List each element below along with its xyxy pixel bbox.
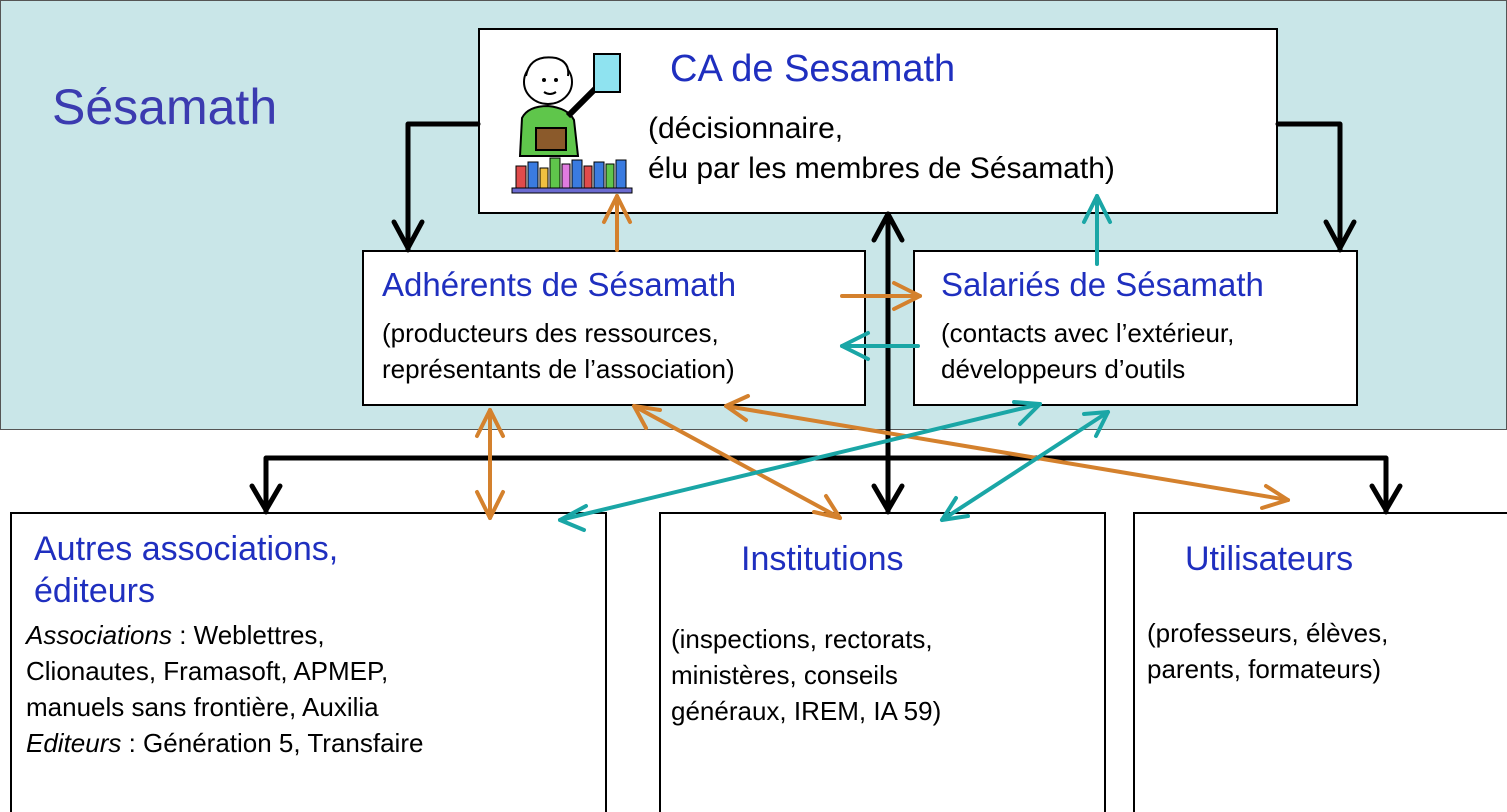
arrow-distribution-bar xyxy=(263,455,1389,515)
institutions-line2: ministères, conseils xyxy=(671,660,898,690)
adherents-line1: (producteurs des ressources, xyxy=(382,318,719,348)
edit-label: Editeurs xyxy=(26,728,122,758)
ca-line1: (décisionnaire, xyxy=(648,112,844,145)
autres-box: Autres associations, éditeurs Associatio… xyxy=(10,512,607,812)
institutions-line1: (inspections, rectorats, xyxy=(671,624,933,654)
salaries-title: Salariés de Sésamath xyxy=(941,266,1264,303)
ca-title: CA de Sesamath xyxy=(670,48,956,90)
arrowhead-utilisateurs xyxy=(1369,483,1403,513)
ca-box: CA de Sesamath (décisionnaire, élu par l… xyxy=(478,28,1278,214)
utilisateurs-line1: (professeurs, élèves, xyxy=(1147,618,1389,648)
utilisateurs-box: Utilisateurs (professeurs, élèves, paren… xyxy=(1133,512,1507,812)
utilisateurs-title: Utilisateurs xyxy=(1185,540,1354,578)
autres-title1: Autres associations, xyxy=(34,530,339,568)
autres-title2: éditeurs xyxy=(34,572,155,610)
institutions-box: Institutions (inspections, rectorats, mi… xyxy=(659,512,1106,812)
sesamath-label: Sésamath xyxy=(52,79,278,135)
autres-assoc-line2: Clionautes, Framasoft, APMEP, xyxy=(26,656,389,686)
salaries-line2: développeurs d’outils xyxy=(941,354,1186,384)
arrowhead-trunk-down xyxy=(871,483,905,513)
teacher-clipart-icon xyxy=(511,53,633,194)
utilisateurs-line2: parents, formateurs) xyxy=(1147,654,1382,684)
adherents-box: Adhérents de Sésamath (producteurs des r… xyxy=(362,250,866,406)
autres-assoc-line1: Associations : Weblettres, xyxy=(26,620,325,651)
edit-text: : Génération 5, Transfaire xyxy=(121,728,424,758)
salaries-line1: (contacts avec l’extérieur, xyxy=(941,318,1235,348)
ca-line2: élu par les membres de Sésamath) xyxy=(648,152,1115,185)
autres-edit-line: Editeurs : Génération 5, Transfaire xyxy=(26,728,423,759)
arrowhead-autres xyxy=(249,483,283,513)
arrowhead-au-bottom xyxy=(1260,484,1290,510)
assoc-label: Associations xyxy=(26,620,172,650)
adherents-line2: représentants de l’association) xyxy=(382,354,735,384)
assoc-text1: : Weblettres, xyxy=(171,620,325,650)
institutions-line3: généraux, IREM, IA 59) xyxy=(671,696,942,726)
salaries-box: Salariés de Sésamath (contacts avec l’ex… xyxy=(913,250,1358,406)
adherents-title: Adhérents de Sésamath xyxy=(382,266,737,303)
institutions-title: Institutions xyxy=(741,540,904,578)
autres-assoc-line3: manuels sans frontière, Auxilia xyxy=(26,692,379,722)
